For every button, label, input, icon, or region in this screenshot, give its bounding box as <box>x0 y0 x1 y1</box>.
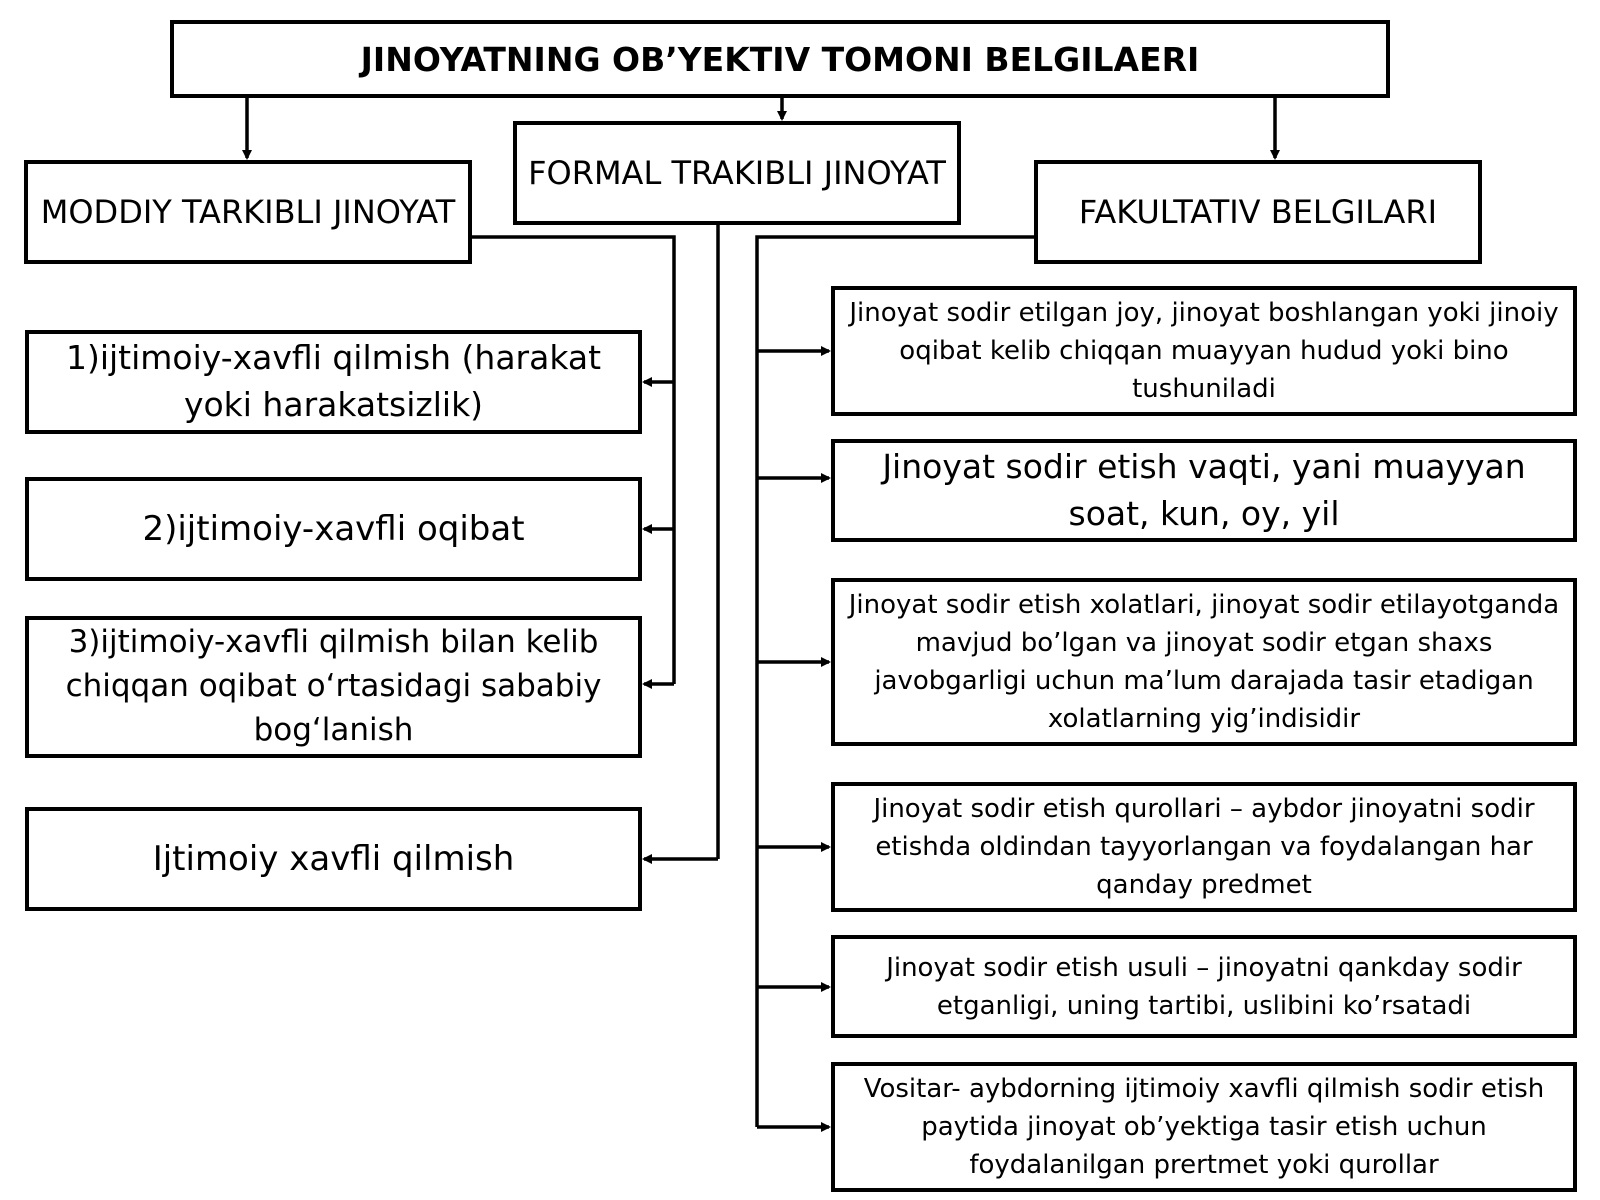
fakultativ-item-box-5: Jinoyat sodir etish usuli – jinoyatni qa… <box>831 935 1577 1038</box>
moddiy-item-box-2: 2)ijtimoiy-xavfli oqibat <box>25 477 642 581</box>
fakultativ-item-text: Jinoyat sodir etish xolatlari, jinoyat s… <box>848 590 1560 734</box>
fakultativ-item-text: Jinoyat sodir etilgan joy, jinoyat boshl… <box>849 298 1559 404</box>
moddiy-category-box: MODDIY TARKIBLI JINOYAT <box>24 160 472 264</box>
fakultativ-item-box-2: Jinoyat sodir etish vaqti, yani muayyan … <box>831 439 1577 542</box>
moddiy-item-box-1: 1)ijtimoiy-xavfli qilmish (harakat yoki … <box>25 330 642 434</box>
moddiy-category-label: MODDIY TARKIBLI JINOYAT <box>40 193 456 231</box>
moddiy-item-text: 2)ijtimoiy-xavfli oqibat <box>142 509 525 549</box>
moddiy-item-box-3: 3)ijtimoiy-xavfli qilmish bilan kelib ch… <box>25 616 642 758</box>
formal-category-label: FORMAL TRAKIBLI JINOYAT <box>528 154 946 192</box>
fakultativ-item-text: Jinoyat sodir etish vaqti, yani muayyan … <box>882 446 1526 533</box>
moddiy-item-text: 1)ijtimoiy-xavfli qilmish (harakat yoki … <box>65 338 602 424</box>
moddiy-item-text: 3)ijtimoiy-xavfli qilmish bilan kelib ch… <box>65 624 602 748</box>
fakultativ-category-box: FAKULTATIV BELGILARI <box>1034 160 1482 264</box>
fakultativ-item-text: Jinoyat sodir etish qurollari – aybdor j… <box>873 794 1535 900</box>
fakultativ-item-text: Jinoyat sodir etish usuli – jinoyatni qa… <box>886 952 1522 1021</box>
fakultativ-item-box-4: Jinoyat sodir etish qurollari – aybdor j… <box>831 782 1577 912</box>
root-title-box: JINOYATNING OB’YEKTIV TOMONI BELGILAERI <box>170 20 1390 98</box>
formal-category-box: FORMAL TRAKIBLI JINOYAT <box>513 121 961 225</box>
fakultativ-item-box-6: Vositar- aybdorning ijtimoiy xavfli qilm… <box>831 1062 1577 1192</box>
formal-item-text: Ijtimoiy xavfli qilmish <box>152 839 515 879</box>
fakultativ-category-label: FAKULTATIV BELGILARI <box>1078 193 1438 231</box>
formal-item-box-1: Ijtimoiy xavfli qilmish <box>25 807 642 911</box>
fakultativ-item-text: Vositar- aybdorning ijtimoiy xavfli qilm… <box>863 1074 1545 1180</box>
fakultativ-item-box-3: Jinoyat sodir etish xolatlari, jinoyat s… <box>831 578 1577 746</box>
root-title: JINOYATNING OB’YEKTIV TOMONI BELGILAERI <box>360 39 1200 79</box>
fakultativ-item-box-1: Jinoyat sodir etilgan joy, jinoyat boshl… <box>831 286 1577 416</box>
